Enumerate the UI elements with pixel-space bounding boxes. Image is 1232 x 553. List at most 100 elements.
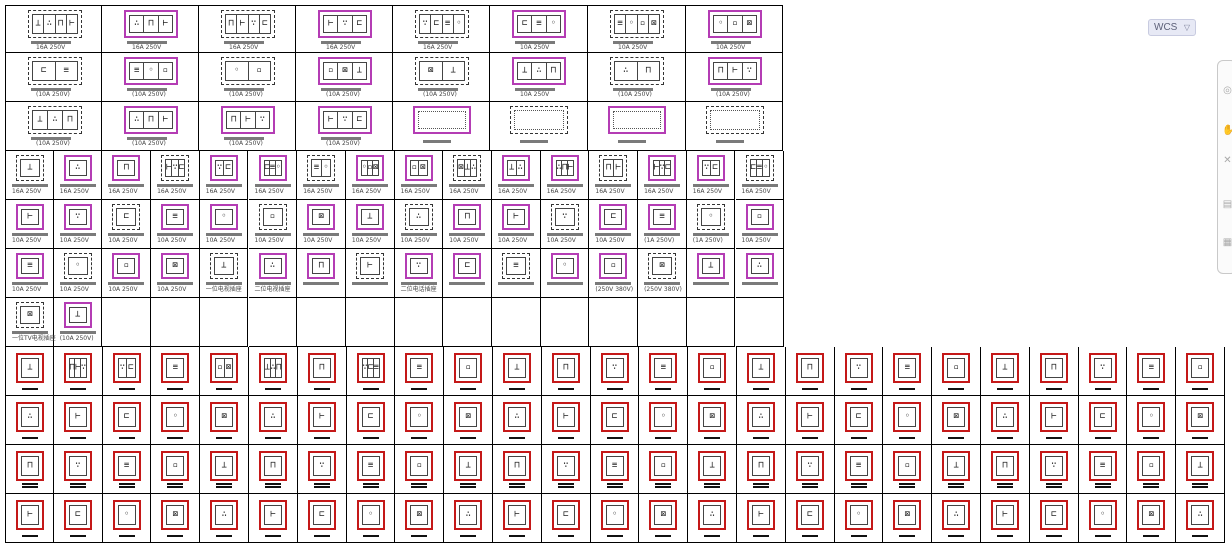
label-bar bbox=[498, 233, 534, 236]
plate-face: ∵ bbox=[1044, 456, 1063, 476]
plate-gang: ∵ bbox=[659, 161, 666, 175]
plate-gang: ⊥ bbox=[518, 63, 533, 79]
symbol-cell: ≡ bbox=[834, 445, 884, 494]
plate-gang: ⊠ bbox=[458, 160, 465, 176]
symbol-cell: ⊓16A 250V bbox=[102, 151, 152, 200]
label-bar bbox=[216, 535, 233, 537]
plate-gang: ⊥ bbox=[443, 62, 465, 80]
label-bar bbox=[618, 140, 646, 143]
label-bar bbox=[557, 486, 574, 488]
plate-gang: ∵ bbox=[81, 359, 86, 377]
socket-plate: ≡ bbox=[161, 353, 190, 383]
plate-gang: ⊥ bbox=[1192, 457, 1208, 475]
socket-plate: ⊠ bbox=[942, 402, 971, 432]
plate-gang: ⊠ bbox=[411, 506, 427, 524]
socket-plate: ◦ bbox=[1137, 402, 1166, 432]
label-bar bbox=[692, 233, 729, 236]
socket-icon: ⊏ bbox=[123, 211, 130, 222]
symbol-cell: ⊥ bbox=[5, 347, 54, 396]
symbol-cell: ⊓⊢∵(10A 250V) bbox=[686, 53, 783, 102]
label-bar bbox=[127, 88, 167, 91]
plate-gang: ⊢ bbox=[159, 16, 172, 32]
symbol-cell: ∴ bbox=[249, 396, 298, 445]
label-bar bbox=[411, 486, 428, 488]
showmotion-icon[interactable]: ▦ bbox=[1222, 237, 1232, 248]
rating-label: 10A 250V bbox=[12, 286, 42, 293]
socket-plate: ⊓ bbox=[16, 451, 44, 481]
socket-icon: ▫ bbox=[123, 260, 130, 271]
zoom-icon[interactable]: ✕ bbox=[1223, 155, 1232, 166]
socket-plate: ⊏≡ bbox=[28, 57, 82, 85]
socket-icon: ⊏ bbox=[356, 114, 363, 125]
symbol-cell bbox=[492, 298, 541, 347]
plate-gang: ≡ bbox=[167, 359, 183, 377]
plate-gang: ⊠ bbox=[21, 307, 39, 323]
navigation-bar[interactable]: ◎ ✋ ✕ ▤ ▦ bbox=[1217, 60, 1232, 274]
plate-gang: ∵ bbox=[851, 359, 867, 377]
plate-face: ⊥ bbox=[68, 307, 87, 323]
plate-gang: ⊓ bbox=[227, 112, 242, 128]
plate-gang: ∴ bbox=[948, 506, 964, 524]
socket-icon: ∵ bbox=[172, 162, 178, 173]
symbol-cell: ▫10A 250V bbox=[735, 200, 785, 249]
label-bar bbox=[460, 535, 477, 537]
socket-plate: ⊓ bbox=[991, 451, 1019, 481]
plate-face: ⊏ bbox=[556, 505, 575, 525]
symbol-cell bbox=[735, 298, 785, 347]
label-bar bbox=[655, 388, 672, 390]
label-bar bbox=[644, 282, 681, 285]
symbol-cell: ⊢∵⊏16A 250V bbox=[151, 151, 200, 200]
socket-plate: ⊓ bbox=[503, 451, 531, 481]
socket-icon: ⊏ bbox=[665, 162, 671, 173]
socket-plate: ⊓⊢ bbox=[599, 155, 628, 181]
plate-gang: ⊥ bbox=[216, 457, 232, 475]
socket-plate: ▫⊠ bbox=[210, 353, 239, 383]
symbol-cell bbox=[443, 298, 492, 347]
label-bar bbox=[1045, 388, 1062, 390]
plate-face: ∴ bbox=[703, 505, 722, 525]
label-bar bbox=[704, 388, 721, 390]
label-bar bbox=[118, 483, 135, 485]
plate-gang: ▫ bbox=[460, 359, 476, 377]
label-bar bbox=[1192, 483, 1209, 485]
steering-wheel-icon[interactable]: ◎ bbox=[1223, 85, 1232, 96]
socket-icon: ∵ bbox=[703, 162, 710, 173]
ucs-dropdown[interactable]: WCS ▽ bbox=[1148, 19, 1196, 36]
symbol-cell: ⊥ bbox=[686, 249, 736, 298]
label-bar bbox=[1045, 535, 1062, 537]
socket-plate: ⊓ bbox=[795, 353, 824, 383]
plate-face: ▫ bbox=[117, 258, 136, 274]
socket-icon: ⊏ bbox=[750, 162, 756, 173]
pan-hand-icon[interactable]: ✋ bbox=[1222, 125, 1232, 136]
socket-plate: ⊠ bbox=[161, 500, 190, 530]
rating-label: 10A 250V bbox=[108, 286, 138, 293]
label-bar bbox=[1045, 486, 1062, 488]
socket-plate: ▫ bbox=[1186, 353, 1215, 383]
socket-plate: ◦ bbox=[696, 204, 725, 230]
symbol-cell: ▫ bbox=[1127, 445, 1177, 494]
symbol-cell: ∵二位电话插座 bbox=[394, 249, 444, 298]
socket-icon: ⊢ bbox=[732, 65, 738, 76]
socket-icon: ⊓ bbox=[605, 162, 612, 173]
plate-face: ⊢∵⊏ bbox=[165, 159, 186, 177]
orbit-icon[interactable]: ▤ bbox=[1222, 199, 1232, 210]
plate-gang: ⊏ bbox=[260, 15, 270, 33]
symbol-cell: ∵ bbox=[297, 445, 347, 494]
symbol-cell: ⊓⊢∵ bbox=[53, 347, 103, 396]
plate-face: ∵⊏ bbox=[701, 160, 720, 176]
symbol-cell bbox=[297, 298, 346, 347]
plate-face: ◦▫⊠ bbox=[713, 15, 757, 33]
plate-gang: ◦ bbox=[69, 258, 87, 274]
plate-face: ⊓ bbox=[996, 456, 1014, 476]
plate-gang: ∵ bbox=[256, 112, 269, 128]
socket-icon: ⊓ bbox=[1002, 460, 1008, 471]
rating-label: 16A 250V bbox=[12, 188, 42, 195]
label-bar bbox=[498, 282, 534, 285]
label-bar bbox=[59, 282, 96, 285]
socket-icon: ▫ bbox=[416, 460, 423, 471]
socket-plate: ⊏≡◦ bbox=[512, 10, 566, 38]
rating-label: 16A 250V bbox=[644, 188, 674, 195]
plate-gang: ⊠ bbox=[899, 506, 915, 524]
plate-face: ∴⊓⊢ bbox=[129, 111, 173, 129]
